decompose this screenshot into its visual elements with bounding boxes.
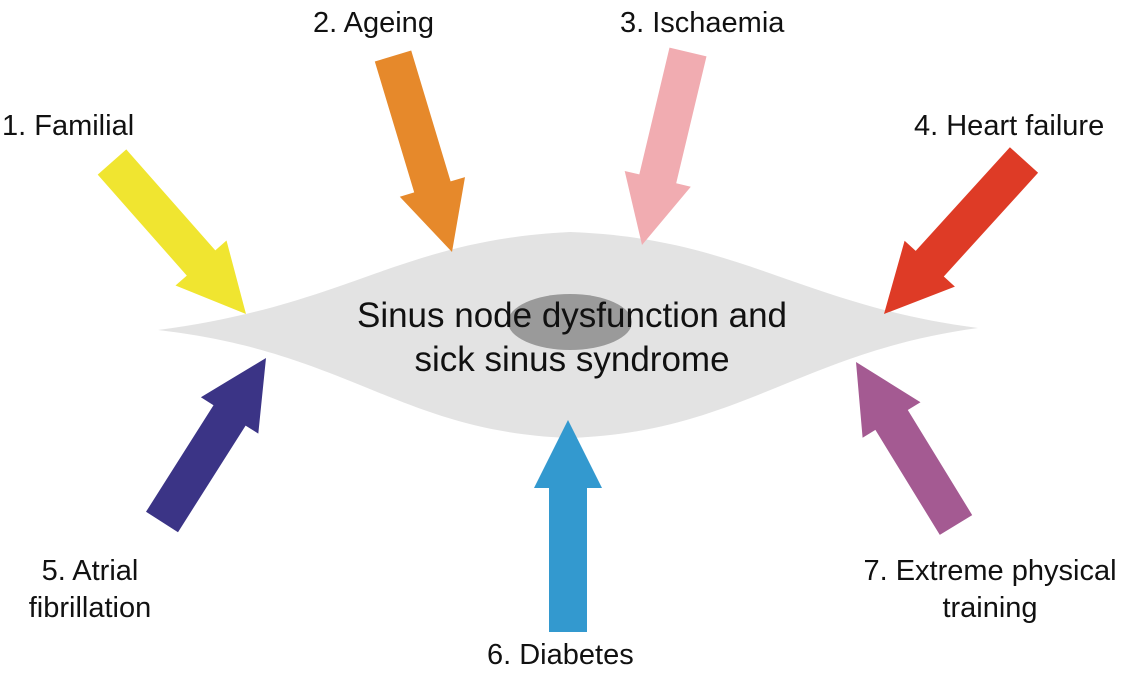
cell-nucleus bbox=[508, 294, 632, 350]
label-extreme-training-line1: 7. Extreme physical bbox=[863, 555, 1117, 587]
label-atrial-fibrillation: 5. Atrial fibrillation bbox=[10, 553, 170, 627]
center-title: Sinus node dysfunction and sick sinus sy… bbox=[272, 294, 872, 382]
label-extreme-training: 7. Extreme physical training bbox=[842, 553, 1138, 627]
label-heart-failure: 4. Heart failure bbox=[914, 110, 1105, 142]
arrow-ageing bbox=[374, 50, 465, 252]
label-extreme-training-line2: training bbox=[942, 592, 1038, 624]
arrow-diabetes bbox=[534, 420, 602, 632]
label-atrial-fibrillation-line1: 5. Atrial bbox=[41, 555, 139, 587]
arrow-familial bbox=[97, 149, 246, 314]
label-familial: 1. Familial bbox=[2, 110, 135, 142]
arrow-ischaemia bbox=[624, 47, 707, 245]
label-ageing: 2. Ageing bbox=[313, 7, 434, 39]
label-atrial-fibrillation-line2: fibrillation bbox=[28, 592, 152, 624]
arrow-atrial-fibrillation bbox=[146, 358, 266, 533]
center-title-line1: Sinus node dysfunction and bbox=[356, 296, 788, 335]
label-diabetes: 6. Diabetes bbox=[487, 639, 634, 671]
label-ischaemia: 3. Ischaemia bbox=[620, 7, 785, 39]
arrow-extreme-training bbox=[856, 362, 973, 535]
arrow-heart-failure bbox=[884, 147, 1039, 314]
center-title-line2: sick sinus syndrome bbox=[414, 340, 730, 379]
